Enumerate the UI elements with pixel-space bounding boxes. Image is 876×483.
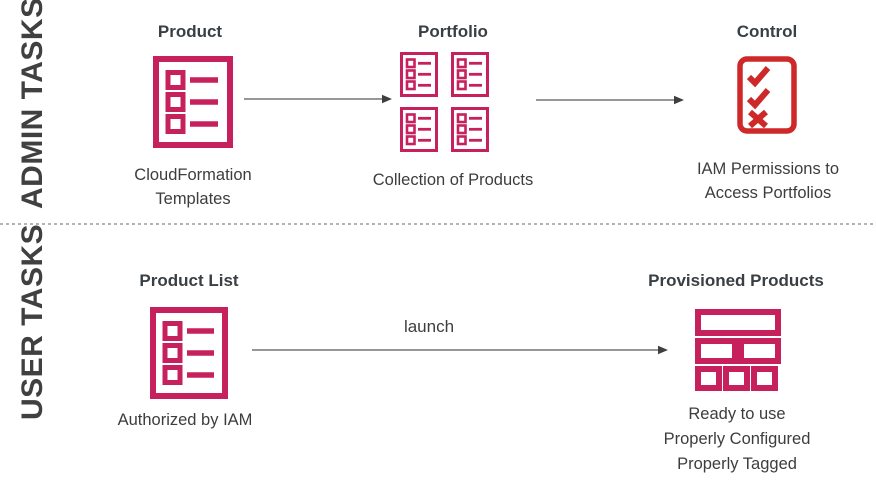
lane-divider [0,223,876,225]
control-title: Control [736,22,798,41]
arrow-product-to-portfolio [244,93,392,105]
provisioned-products-stacked-blocks-icon [695,309,781,391]
launch-arrow-label: launch [403,317,455,336]
arrow-launch [252,344,668,356]
product-list-title: Product List [139,271,239,290]
admin-tasks-lane-label: ADMIN TASKS [16,0,49,209]
portfolio-four-list-documents-icon [400,52,489,152]
provisioned-products-caption: Ready to use Properly Configured Properl… [663,405,811,473]
control-checklist-with-x-icon [737,56,797,134]
user-tasks-lane-label: USER TASKS [16,223,49,420]
control-caption: IAM Permissions to Access Portfolios [696,160,840,202]
product-list-document-icon [150,307,228,399]
portfolio-caption: Collection of Products [372,171,534,189]
product-caption: CloudFormation Templates [134,166,252,208]
arrow-portfolio-to-control [536,94,684,106]
product-title: Product [157,22,223,41]
product-list-document-icon [153,56,233,148]
product-list-caption: Authorized by IAM [117,411,253,429]
provisioned-products-title: Provisioned Products [648,271,824,290]
portfolio-title: Portfolio [418,22,488,41]
